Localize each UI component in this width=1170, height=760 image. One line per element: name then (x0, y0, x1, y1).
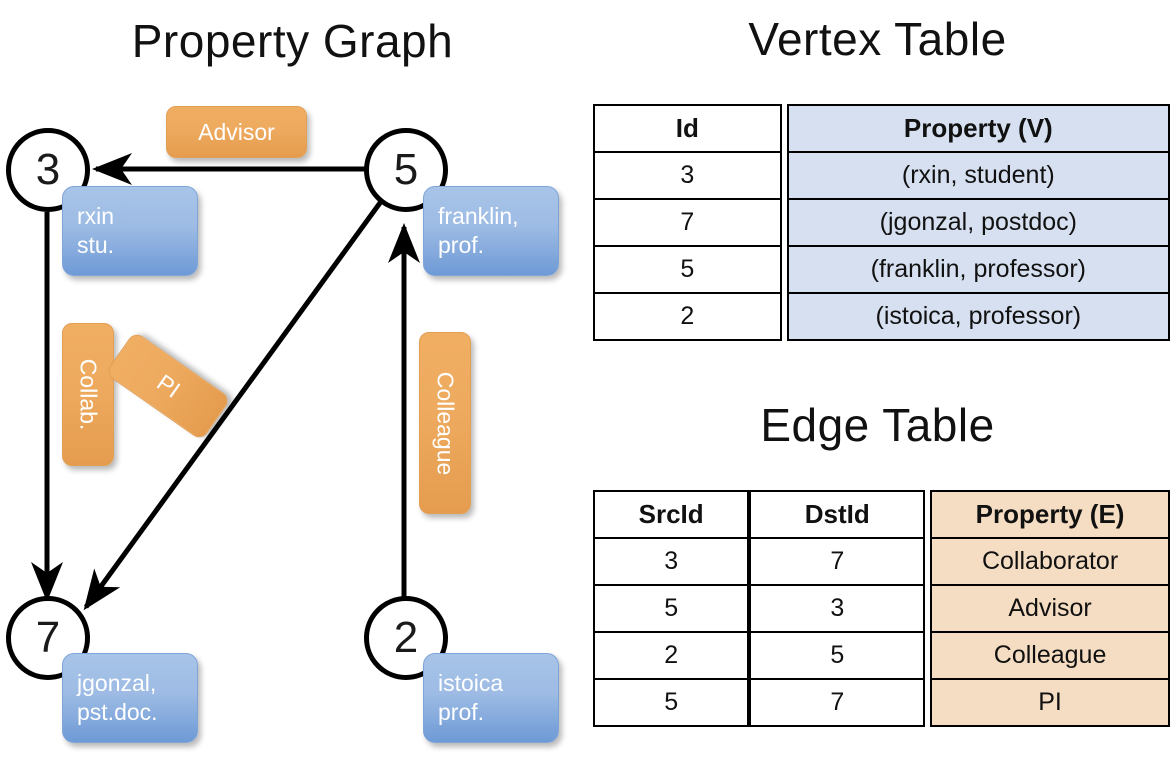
table-row: 3 (592, 537, 750, 586)
vertex-table-header-property: Property (V) (786, 104, 1170, 153)
table-row: 5 (593, 245, 782, 294)
table-header-row: Property (E) (930, 490, 1170, 539)
vertex-table-cell-id: 5 (593, 245, 782, 294)
bubble-line-1: franklin, (438, 203, 519, 230)
vertex-table-cell-id: 2 (593, 292, 782, 341)
vertex-node-5[interactable]: 5 (364, 128, 448, 212)
bubble-line-2: pst.doc. (77, 699, 158, 725)
vertex-property-bubble-franklin: franklin, prof. (423, 186, 559, 276)
table-row: 2 (593, 292, 782, 341)
edge-table-cell-property: Advisor (930, 584, 1170, 633)
vertex-table-cell-id: 3 (593, 151, 782, 200)
page-title-property-graph: Property Graph (131, 15, 454, 67)
table-row: 7 (749, 537, 926, 586)
edge-label-advisor: Advisor (166, 106, 307, 158)
table-row: 3 (593, 151, 782, 200)
table-row: (franklin, professor) (786, 245, 1170, 294)
vertex-node-2-label: 2 (393, 613, 419, 662)
vertex-node-2[interactable]: 2 (364, 596, 448, 680)
table-header-row: DstId (749, 490, 926, 539)
vertex-table-property-column: Property (V) (rxin, student) (jgonzal, p… (786, 104, 1170, 341)
table-row: 5 (592, 584, 750, 633)
edge-table-cell-property: Colleague (930, 631, 1170, 680)
edge-label-colleague-text: Colleague (432, 371, 459, 475)
vertex-property-bubble-jgonzal: jgonzal, pst.doc. (62, 653, 198, 743)
graph-edges-svg (31, 153, 420, 611)
edge-table-cell-dstid: 7 (749, 678, 926, 727)
table-row: (istoica, professor) (786, 292, 1170, 341)
edge-table-header-property: Property (E) (930, 490, 1170, 539)
vertex-table-cell-property: (istoica, professor) (786, 292, 1170, 341)
edge-label-advisor-text: Advisor (198, 118, 275, 145)
bubble-line-2: prof. (438, 232, 485, 258)
bubble-line-2: prof. (438, 699, 485, 725)
vertex-table-header-id: Id (593, 104, 782, 153)
property-graph-diagram: 3 5 7 2 rxin stu. franklin, prof. jgonza… (6, 106, 559, 743)
table-row: 7 (749, 678, 926, 727)
edge-table-cell-property: PI (930, 678, 1170, 727)
edge-table-cell-property: Collaborator (930, 537, 1170, 586)
vertex-table: Id 3 7 5 2 Property (V) (rxin, student) … (593, 104, 1170, 341)
edge-table-header-srcid: SrcId (592, 490, 750, 539)
vertex-table-cell-property: (franklin, professor) (786, 245, 1170, 294)
edge-label-pi-text: PI (151, 368, 185, 403)
edge-label-collab: Collab. (62, 323, 114, 466)
table-row: Advisor (930, 584, 1170, 633)
table-row: 3 (749, 584, 926, 633)
edge-table-cell-dstid: 7 (749, 537, 926, 586)
vertex-property-bubble-rxin: rxin stu. (62, 186, 198, 276)
edge-table-cell-srcid: 2 (592, 631, 750, 680)
edge-label-colleague: Colleague (419, 332, 471, 514)
table-header-row: SrcId (592, 490, 750, 539)
edge-table-cell-dstid: 5 (749, 631, 926, 680)
table-row: 5 (749, 631, 926, 680)
vertex-table-cell-id: 7 (593, 198, 782, 247)
edge-5-to-7-pi (83, 194, 388, 611)
table-row: (rxin, student) (786, 151, 1170, 200)
edge-table-cell-srcid: 5 (592, 678, 750, 727)
vertex-table-cell-property: (jgonzal, postdoc) (786, 198, 1170, 247)
table-row: Colleague (930, 631, 1170, 680)
edge-table-cell-dstid: 3 (749, 584, 926, 633)
bubble-line-1: jgonzal, (77, 670, 157, 697)
page-title-vertex-table: Vertex Table (748, 13, 1007, 65)
table-row: 7 (593, 198, 782, 247)
edge-table-property-column: Property (E) Collaborator Advisor Collea… (930, 490, 1170, 727)
vertex-table-cell-property: (rxin, student) (786, 151, 1170, 200)
edge-table-cell-srcid: 5 (592, 584, 750, 633)
edge-table: SrcId 3 5 2 5 DstId 7 3 5 7 Property (E) (592, 490, 1170, 727)
bubble-line-2: stu. (77, 232, 115, 258)
edge-table-header-dstid: DstId (749, 490, 926, 539)
bubble-line-1: istoica (438, 670, 504, 697)
table-row: (jgonzal, postdoc) (786, 198, 1170, 247)
vertex-node-7-label: 7 (35, 613, 61, 662)
edge-table-cell-srcid: 3 (592, 537, 750, 586)
table-row: 2 (592, 631, 750, 680)
vertex-property-bubble-istoica: istoica prof. (423, 653, 559, 743)
vertex-node-3-label: 3 (35, 145, 61, 194)
edge-table-srcid-column: SrcId 3 5 2 5 (592, 490, 750, 727)
edge-table-dstid-column: DstId 7 3 5 7 (749, 490, 926, 727)
edge-label-collab-text: Collab. (75, 358, 102, 431)
vertex-node-5-label: 5 (393, 145, 419, 194)
bubble-line-1: rxin (77, 203, 115, 230)
table-row: 5 (592, 678, 750, 727)
table-header-row: Property (V) (786, 104, 1170, 153)
vertex-table-id-column: Id 3 7 5 2 (593, 104, 782, 341)
page-title-edge-table: Edge Table (760, 399, 995, 451)
table-row: Collaborator (930, 537, 1170, 586)
table-header-row: Id (593, 104, 782, 153)
table-row: PI (930, 678, 1170, 727)
